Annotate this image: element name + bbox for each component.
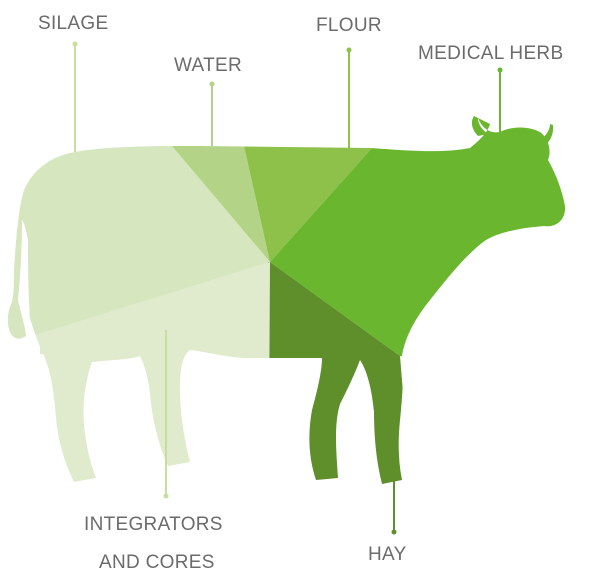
leader-dot-integrators xyxy=(164,494,169,499)
label-hay: HAY xyxy=(368,544,407,565)
leader-dot-water xyxy=(210,82,215,87)
label-integrators-line2: AND CORES xyxy=(99,552,215,572)
label-silage: SILAGE xyxy=(38,13,108,34)
cow-silhouette xyxy=(0,100,591,572)
label-medical-herb: MEDICAL HERB xyxy=(418,43,563,64)
label-integrators-line1: INTEGRATORS xyxy=(84,514,223,535)
leader-dot-silage xyxy=(73,42,78,47)
label-water: WATER xyxy=(174,55,242,76)
leader-dot-medical-herb xyxy=(498,68,503,73)
label-flour: FLOUR xyxy=(316,15,382,36)
leader-dot-hay xyxy=(392,530,397,535)
leader-dot-flour xyxy=(347,48,352,53)
